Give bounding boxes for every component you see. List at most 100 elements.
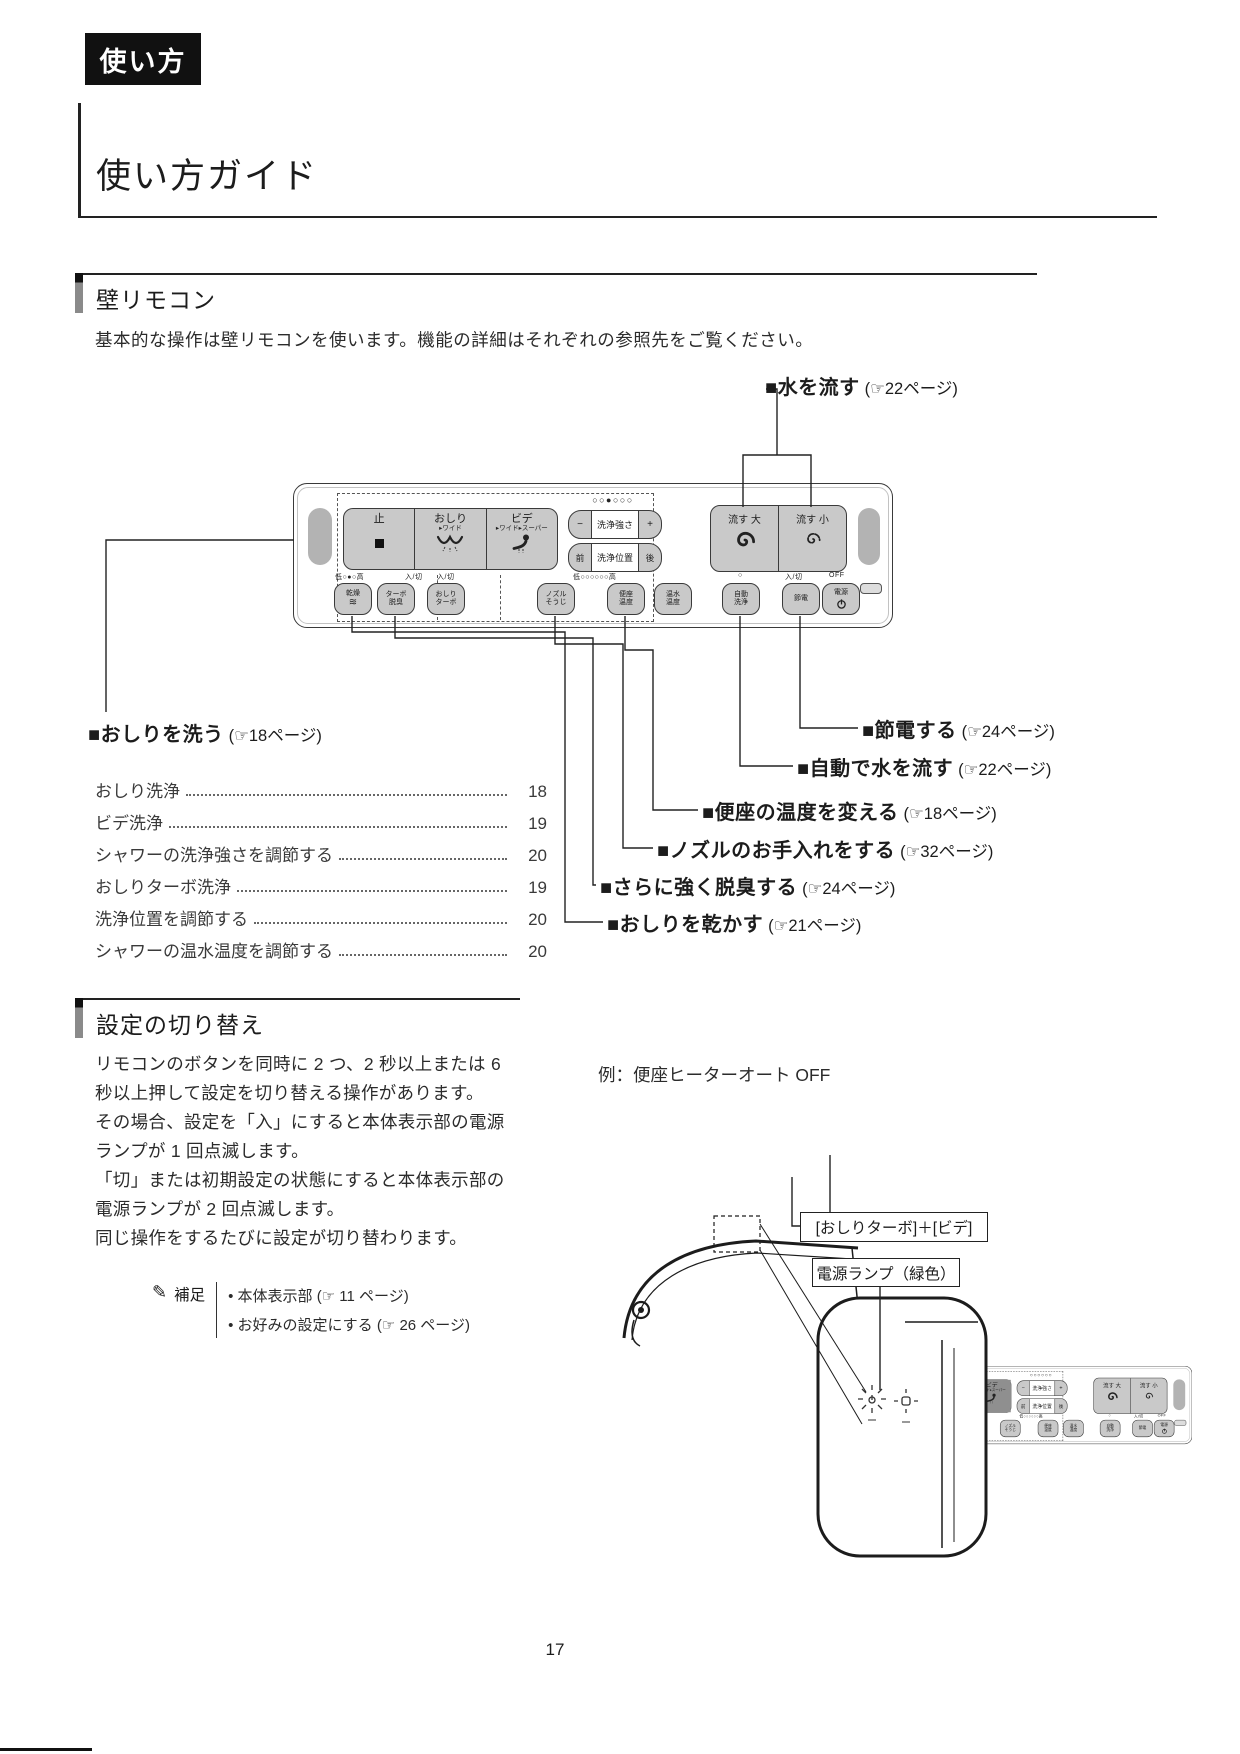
power-button: 電源 — [822, 583, 860, 615]
bidet-button: ビデ ▸ワイド▸スーパー — [485, 509, 557, 569]
oshiri-turbo-onoff-label: 入/切 — [437, 574, 455, 581]
bidet-sublabel: ▸ワイド▸スーパー — [495, 525, 548, 532]
title-left-rule — [78, 103, 81, 217]
page-number: 17 — [545, 1640, 565, 1659]
strength-minus-button: − — [1021, 1385, 1025, 1392]
seat-temp-label-1: 便座 — [619, 590, 633, 598]
eco-onoff-label: 入/切 — [1133, 1414, 1144, 1419]
turbo-deodorize-label-2: 脱臭 — [389, 599, 403, 606]
water-temp-label-2: 温度 — [1069, 1428, 1078, 1433]
note-lines: • 本体表示部 (☞ 11 ページ) • お好みの設定にする (☞ 26 ページ… — [228, 1282, 470, 1341]
callout-flush-label: ■水を流す — [765, 377, 860, 399]
turbo-deodorize-button: ターボ 脱臭 — [913, 1419, 935, 1438]
callout-seat-temp-ref: (☞18ページ) — [903, 805, 997, 823]
bidet-label: ビデ — [985, 1382, 998, 1389]
wall-remote-intro: 基本的な操作は壁リモコンを使います。機能の詳細はそれぞれの参照先をご覧ください。 — [95, 330, 814, 350]
oshiri-wash-icon — [437, 534, 464, 552]
oshiri-wash-icon — [946, 1393, 961, 1403]
power-off-label: OFF — [1157, 1413, 1167, 1418]
stop-button: 止 — [344, 509, 414, 569]
power-button-label: 電源 — [1160, 1423, 1168, 1428]
note-block: ✎ 補足 • 本体表示部 (☞ 11 ページ) • お好みの設定にする (☞ 2… — [152, 1282, 470, 1341]
callout-eco-label: ■節電する — [862, 720, 957, 742]
power-button: 電源 — [1153, 1419, 1175, 1438]
wall-remote-section-rule — [75, 273, 1037, 275]
position-back-button: 後 — [645, 552, 655, 563]
oshiri-turbo-button: おしり ターボ — [427, 583, 465, 615]
example-title: 例：便座ヒーターオート OFF — [598, 1065, 831, 1085]
callout-wash-ref: (☞18ページ) — [228, 727, 322, 745]
seat-temp-label-1: 便座 — [1044, 1423, 1052, 1428]
oshiri-label: おしり — [433, 513, 467, 525]
dry-wave-icon: ≋ — [898, 1427, 903, 1434]
oshiri-sublabel: ▸ワイド — [439, 525, 462, 532]
callout-flush: ■水を流す(☞22ページ) — [765, 371, 958, 400]
turbo-deodorize-button: ターボ 脱臭 — [377, 583, 415, 615]
flush-big-button: 流す 大 — [1094, 1378, 1130, 1413]
callout-flush-ref: (☞22ページ) — [864, 380, 958, 398]
dashed-divider-2 — [500, 575, 501, 620]
dry-button: 乾燥 ≋ — [890, 1419, 911, 1438]
temp-level-label: 低○○○○○○高 — [1019, 1414, 1043, 1419]
strength-minus-button: − — [577, 519, 583, 530]
turbo-deodorize-label-2: 脱臭 — [920, 1428, 928, 1433]
dry-onoff-label: 入/切 — [928, 1414, 939, 1419]
bidet-person-icon — [512, 534, 529, 553]
auto-flush-lamp-label: ○ — [1108, 1413, 1112, 1418]
toc-label: ビデ洗浄 — [95, 814, 163, 833]
nozzle-clean-button: ノズル そうじ — [537, 583, 575, 615]
remote-sensor-window — [860, 583, 882, 594]
oshiri-turbo-label-1: おしり — [435, 590, 457, 598]
position-back-button: 後 — [1058, 1403, 1064, 1409]
auto-flush-button: 自動 洗浄 — [1099, 1419, 1121, 1438]
flush-big-label: 流す 大 — [1103, 1383, 1121, 1390]
dry-button-label: 乾燥 — [346, 589, 360, 597]
flush-big-spiral-icon — [1107, 1392, 1118, 1401]
flush-big-button: 流す 大 — [711, 506, 778, 571]
strength-plus-button: + — [647, 519, 653, 530]
toc-label: おしりターボ洗浄 — [95, 878, 231, 897]
dry-wave-icon: ≋ — [348, 597, 358, 609]
auto-flush-label-1: 自動 — [1106, 1423, 1114, 1428]
toc-leader — [186, 794, 507, 796]
bidet-person-icon — [986, 1393, 996, 1404]
callout-eco-ref: (☞24ページ) — [961, 723, 1055, 741]
stop-square-icon — [912, 1396, 918, 1401]
remote-left-grip — [308, 508, 332, 565]
bidet-sublabel: ▸ワイド▸スーパー — [977, 1388, 1006, 1393]
toc-page: 18 — [528, 782, 547, 801]
page-corner-mark — [0, 1748, 92, 1751]
wash-strength-cluster: − 洗浄強さ + — [568, 510, 662, 539]
pencil-icon: ✎ — [152, 1282, 168, 1302]
position-label: 洗浄位置 — [1029, 1398, 1056, 1414]
nozzle-clean-label-1: ノズル — [1004, 1423, 1016, 1428]
callout-dry: ■おしりを乾かす(☞21ページ) — [607, 908, 861, 937]
note-line-1: • 本体表示部 (☞ 11 ページ) — [228, 1288, 409, 1305]
remote-sensor-window — [1174, 1419, 1187, 1426]
stop-label: 止 — [911, 1382, 918, 1389]
oshiri-turbo-label-2: ターボ — [945, 1428, 957, 1433]
toc-page: 20 — [528, 846, 547, 865]
power-icon — [1161, 1428, 1167, 1434]
seat-temp-button: 便座 温度 — [607, 583, 645, 615]
dry-level-label: 低○●○高 — [335, 574, 365, 581]
note-line-2: • お好みの設定にする (☞ 26 ページ) — [228, 1317, 471, 1335]
eco-button-label: 節電 — [1138, 1426, 1147, 1430]
auto-flush-label-1: 自動 — [734, 590, 748, 598]
temp-level-label: 低○○○○○○高 — [573, 574, 617, 581]
callout-deodorize-ref: (☞24ページ) — [802, 880, 896, 898]
oshiri-turbo-label-2: ターボ — [435, 599, 457, 606]
main-button-group: 止 おしり ▸ワイド ビデ ▸ワイド▸スーパー — [895, 1379, 1012, 1413]
settings-body-text: リモコンのボタンを同時に 2 つ、2 秒以上または 6 秒以上押して設定を切り替… — [95, 1054, 505, 1248]
strength-plus-button: + — [1059, 1385, 1063, 1392]
eco-button: 節電 — [1132, 1419, 1153, 1438]
callout-auto-flush: ■自動で水を流す(☞22ページ) — [797, 752, 1051, 781]
bidet-label: ビデ — [510, 513, 533, 525]
chapter-tag: 使い方 — [85, 33, 201, 85]
